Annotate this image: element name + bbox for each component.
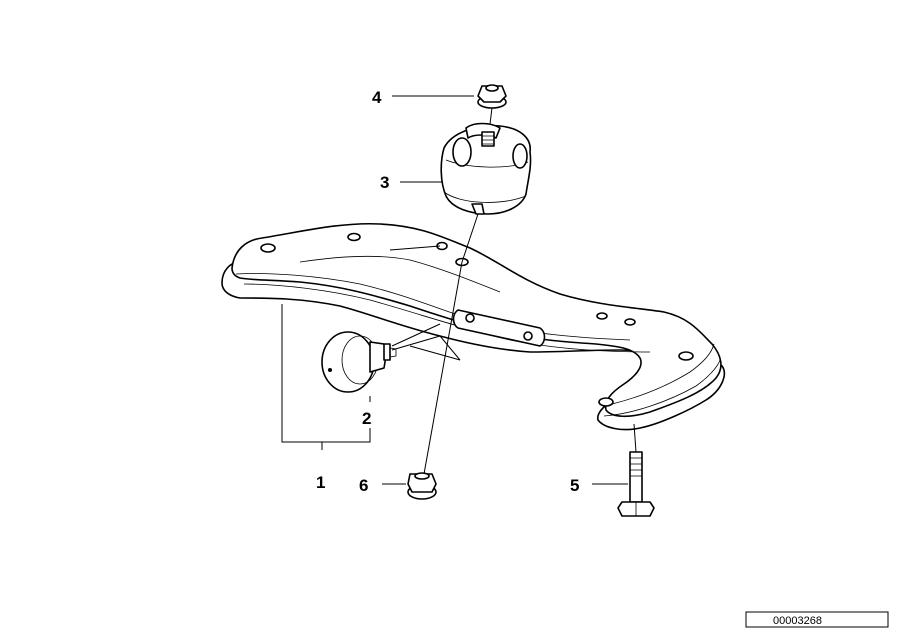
reference-number: 00003268 <box>773 615 822 627</box>
stop-buffer <box>321 331 397 393</box>
rubber-mount <box>440 122 532 215</box>
callout-2: 2 <box>362 409 371 428</box>
flange-nut-top <box>477 84 507 109</box>
callout-3: 3 <box>380 173 389 192</box>
reference-number-box: 00003268 <box>745 611 889 628</box>
callout-6: 6 <box>359 476 368 495</box>
hex-bolt <box>617 451 655 517</box>
leader-lines <box>281 95 628 485</box>
crossmember <box>221 222 726 431</box>
callout-4: 4 <box>372 88 382 107</box>
flange-nut-bottom <box>407 472 437 500</box>
callout-labels: 1 2 3 4 5 6 <box>316 88 579 495</box>
callout-1: 1 <box>316 473 325 492</box>
callout-5: 5 <box>570 476 579 495</box>
assembly-lines <box>389 107 637 475</box>
